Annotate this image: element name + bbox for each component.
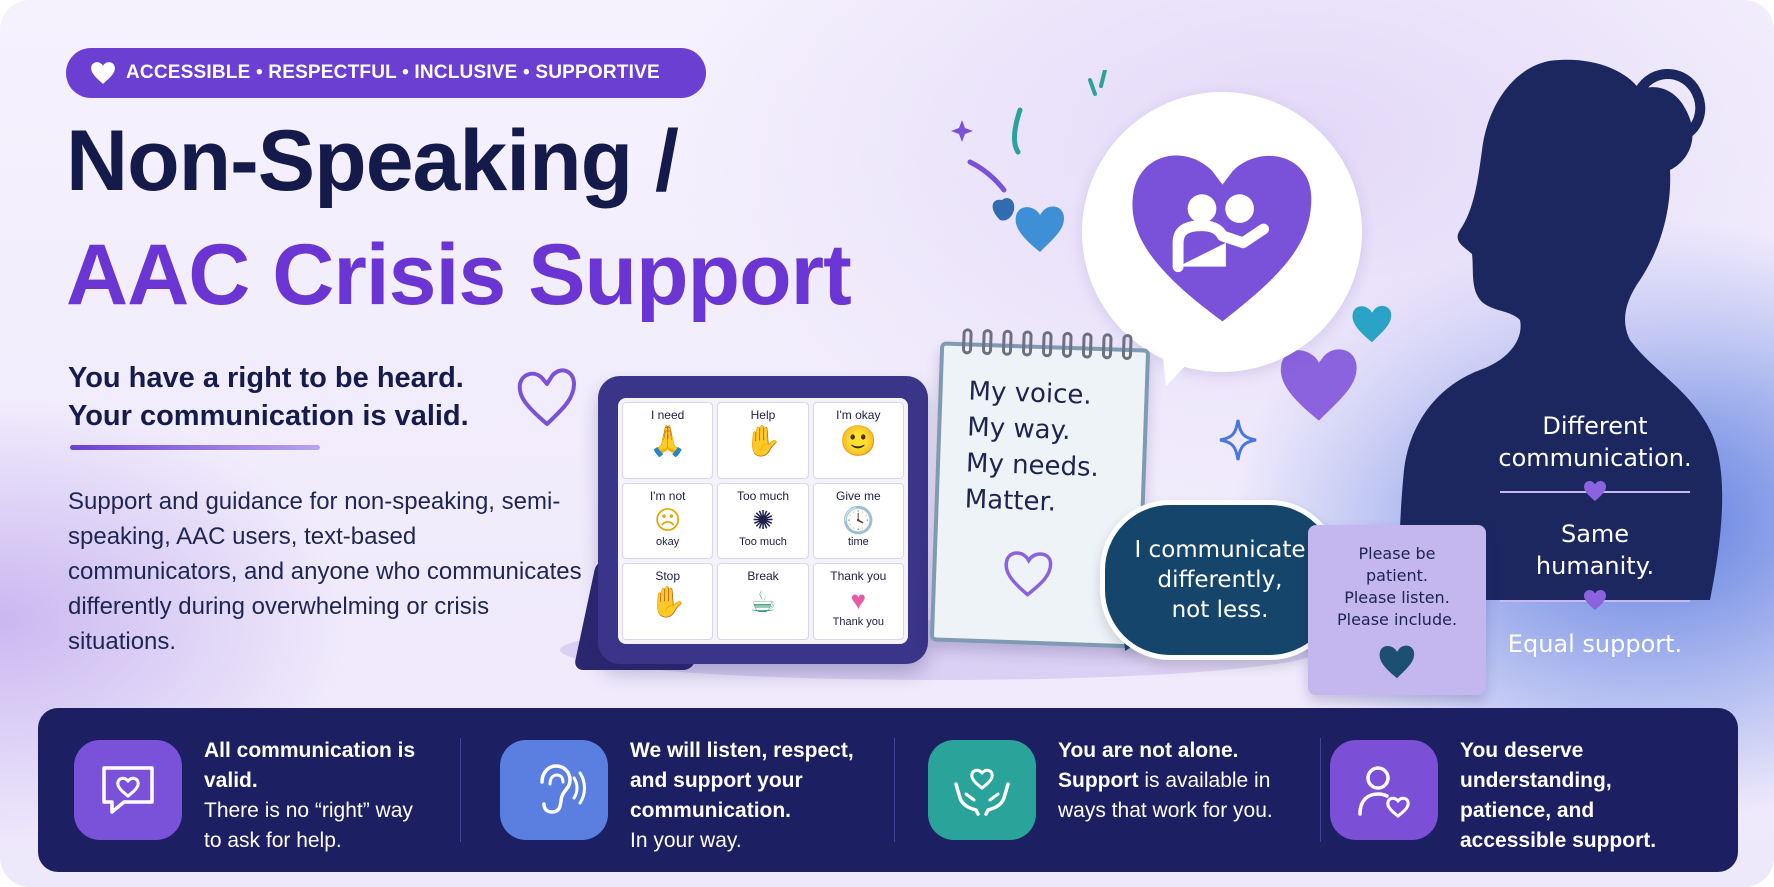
stop-hand-icon: ✋ [648, 586, 687, 620]
feature-deserve-understanding: You deserve understanding, patience, and… [1330, 730, 1710, 852]
notebook-line-4: Matter. [964, 484, 1057, 518]
outline-heart-icon [1004, 551, 1053, 597]
silhouette-line-1: Different [1542, 412, 1648, 440]
blue-heart-icon [1015, 206, 1064, 252]
values-badge: ACCESSIBLE • RESPECTFUL • INCLUSIVE • SU… [66, 48, 706, 98]
aac-cell-i-need[interactable]: I need 🙏 [622, 402, 714, 479]
tagline-line1: You have a right to be heard. [68, 362, 464, 394]
aac-cell-stop[interactable]: Stop ✋ [622, 563, 714, 640]
card-line-3: Please listen. [1344, 588, 1450, 607]
feature-body: In your way. [630, 829, 742, 852]
sad-face-icon: ☹ [654, 504, 682, 535]
mug-icon: ☕ [749, 586, 777, 620]
scribble-icon: ✺ [752, 504, 774, 535]
page-title-line2: AAC Crisis Support [66, 227, 852, 323]
pink-heart-icon: ♥ [850, 585, 867, 616]
hands-heart-icon [954, 768, 1010, 816]
card-line-2: patient. [1365, 566, 1429, 585]
aac-cell-im-okay[interactable]: I'm okay 🙂 [812, 402, 904, 479]
feature-title: You are not alone. [1058, 739, 1239, 762]
small-heart-icon [1584, 481, 1606, 501]
praying-hands-icon: 🙏 [648, 425, 687, 458]
person-heart-icon [1358, 766, 1410, 818]
features-bar: All communication is valid. There is no … [38, 708, 1738, 872]
notebook-line-3: My needs. [965, 448, 1100, 484]
silhouette-line-2: communication. [1498, 444, 1692, 472]
raised-hand-icon: ✋ [744, 425, 782, 458]
ear-icon [540, 764, 586, 814]
feature-divider [1320, 738, 1321, 842]
feature-text: You are not alone. Support is available … [1058, 736, 1288, 826]
sparkle-icon [1219, 419, 1257, 461]
small-heart-icon [1584, 590, 1606, 610]
silhouette-line-3: Same [1560, 520, 1630, 548]
feature-divider [894, 738, 895, 842]
feature-icon-tile [74, 740, 182, 840]
badge-text: ACCESSIBLE • RESPECTFUL • INCLUSIVE • SU… [126, 62, 660, 83]
notebook-line-2: My way. [966, 412, 1072, 447]
card-line-4: Please include. [1336, 610, 1458, 629]
description: Support and guidance for non-speaking, s… [68, 488, 582, 655]
notebook-rings [961, 328, 1133, 361]
feature-text: You deserve understanding, patience, and… [1460, 736, 1690, 856]
speech-bubble-line-2: differently, [1157, 567, 1283, 593]
tagline-line2: Your communication is valid. [68, 400, 469, 432]
smiley-icon: 🙂 [839, 425, 877, 458]
feature-divider [460, 738, 461, 842]
person-silhouette [1399, 59, 1723, 601]
feature-title: We will listen, respect, and support you… [630, 739, 854, 822]
decorative-sparkles-icon [951, 70, 1107, 221]
feature-title-support: Support [1058, 769, 1139, 792]
feature-text: All communication is valid. There is no … [204, 736, 434, 856]
feature-text: We will listen, respect, and support you… [630, 736, 870, 856]
feature-body: There is no “right” way to ask for help. [204, 799, 413, 852]
feature-icon-tile [500, 740, 608, 840]
aac-tablet: I need 🙏 Help ✋ I'm okay 🙂 I'm not ☹ oka… [598, 376, 928, 664]
aac-cell-break[interactable]: Break ☕ [717, 563, 809, 640]
feature-icon-tile [1330, 740, 1438, 840]
speech-bubble-line-3: not less. [1171, 597, 1269, 623]
clock-icon: 🕓 [842, 504, 875, 535]
spiral-notebook: My voice. My way. My needs. Matter. [929, 328, 1151, 649]
teal-heart-icon [1352, 305, 1392, 343]
feature-we-will-listen: We will listen, respect, and support you… [500, 730, 880, 852]
feature-body: is available in ways that work for you. [1058, 769, 1273, 822]
feature-not-alone: You are not alone. Support is available … [928, 730, 1308, 852]
purple-heart-icon [1280, 349, 1357, 421]
feature-icon-tile [928, 740, 1036, 840]
speech-bubble: I communicate differently, not less. [1100, 500, 1340, 660]
feature-communication-valid: All communication is valid. There is no … [74, 730, 454, 852]
feature-title: You deserve understanding, patience, and… [1460, 739, 1657, 852]
aac-cell-im-not-okay[interactable]: I'm not ☹ okay [622, 482, 714, 560]
feature-title: All communication is valid. [204, 739, 416, 792]
page-title-line1: Non-Speaking / [66, 113, 679, 209]
aac-cell-thank-you[interactable]: Thank you ♥ Thank you [812, 563, 904, 640]
dark-teal-heart-icon [1379, 645, 1415, 679]
aac-cell-give-me-time[interactable]: Give me 🕓 time [812, 482, 904, 560]
speech-circle-tail [1160, 330, 1220, 386]
aac-board: I need 🙏 Help ✋ I'm okay 🙂 I'm not ☹ oka… [618, 398, 908, 644]
tagline-underline [70, 445, 320, 450]
heart-people-icon [1132, 155, 1312, 322]
aac-cell-help[interactable]: Help ✋ [717, 402, 809, 479]
speech-bubble-line-1: I communicate [1134, 537, 1306, 563]
please-card: Please be patient. Please listen. Please… [1308, 525, 1486, 695]
chat-heart-icon [102, 766, 154, 814]
outline-heart-icon [517, 368, 576, 426]
card-line-1: Please be [1358, 544, 1436, 563]
silhouette-line-5: Equal support. [1507, 630, 1683, 658]
aac-cell-too-much[interactable]: Too much ✺ Too much [717, 482, 809, 560]
notebook-line-1: My voice. [968, 376, 1093, 411]
silhouette-line-4: humanity. [1535, 552, 1655, 580]
heart-icon [91, 62, 115, 84]
